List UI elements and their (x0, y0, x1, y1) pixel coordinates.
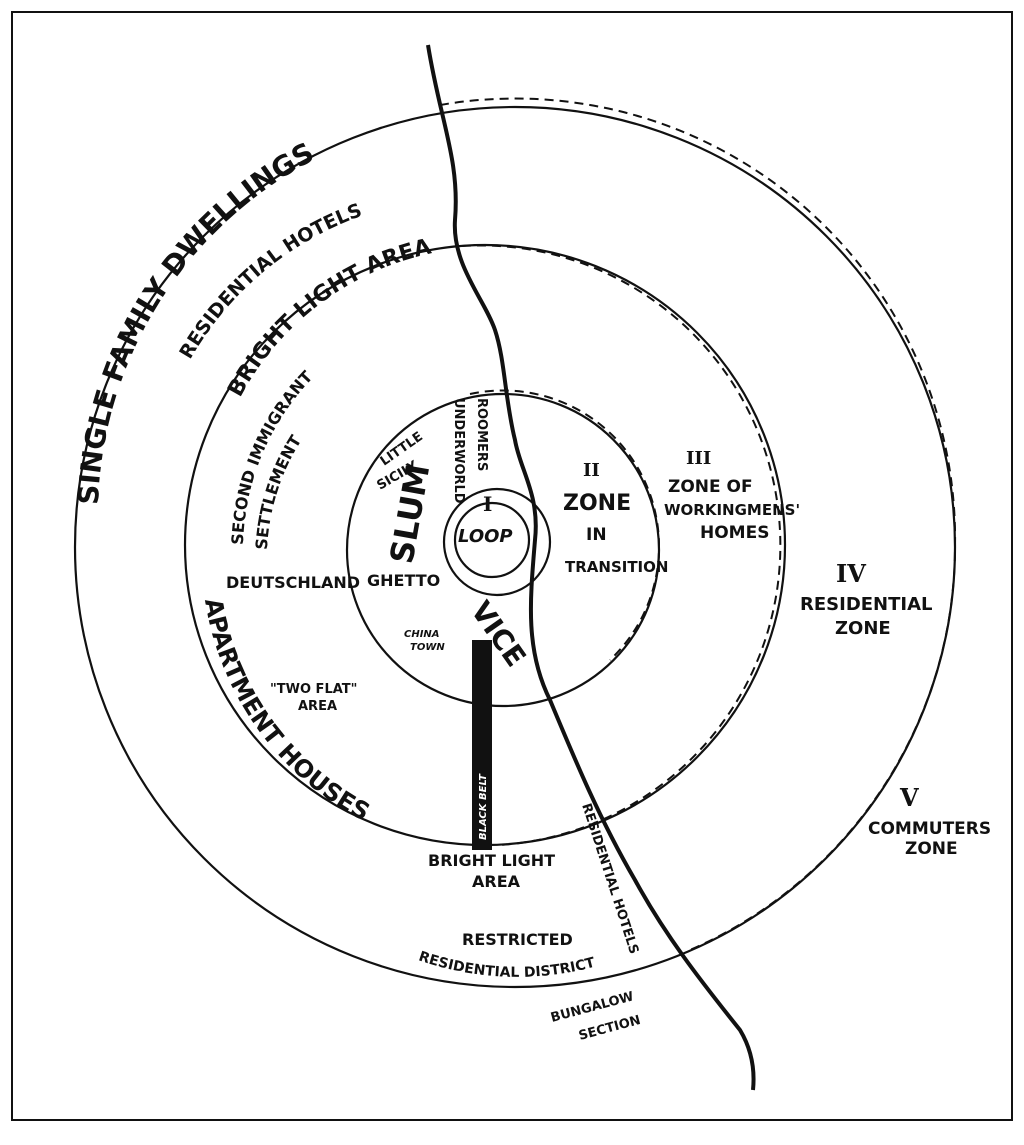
zone-5-name-1: COMMUTERS (868, 819, 991, 839)
restricted-label-2: RESIDENTIAL DISTRICT (417, 949, 597, 981)
zone-3-numeral: III (686, 448, 711, 469)
ring-loop (442, 487, 552, 597)
deutschland-label: DEUTSCHLAND (226, 573, 360, 592)
river (426, 44, 756, 1091)
zone-3-name-2: WORKINGMENS' (664, 501, 800, 519)
bright-light-area-label-2: AREA (472, 872, 521, 891)
chinatown-label-1: CHINA (404, 629, 440, 640)
ring-zone-2-dashed (469, 389, 660, 661)
bungalow-label-2: SECTION (577, 1013, 642, 1044)
ring-zone-3-dashed (461, 244, 782, 846)
two-flat-area-label: AREA (298, 699, 337, 714)
zone-2-numeral: II (583, 460, 600, 481)
zone-2-name-1: ZONE (563, 491, 631, 516)
restricted-label-1: RESTRICTED (462, 930, 573, 949)
ring-zone-4 (73, 105, 957, 989)
ring-zone-4-dashed (439, 97, 957, 951)
black-belt-label: BLACK BELT (478, 773, 489, 840)
apartment-houses-label: APARTMENT HOUSES (199, 596, 375, 826)
zone-1-name: LOOP (458, 526, 513, 547)
zone-2-name-2: IN (586, 525, 607, 545)
zone-4-name-1: RESIDENTIAL (800, 594, 933, 615)
zone-5-name-2: ZONE (905, 839, 958, 859)
underworld-label: UNDERWORLD (451, 398, 466, 504)
zone-1-numeral: I (483, 492, 492, 516)
chinatown-label-2: TOWN (410, 642, 445, 653)
zone-3-name-3: HOMES (700, 523, 769, 543)
two-flat-label: "TWO FLAT" (270, 682, 357, 697)
ghetto-label: GHETTO (367, 571, 440, 590)
frame-border (11, 11, 1013, 1121)
zone-5-numeral: V (899, 783, 919, 812)
residential-hotels-river-label: RESIDENTIAL HOTELS (578, 802, 641, 956)
zone-3-name-1: ZONE OF (668, 477, 753, 497)
zone-4-name-2: ZONE (835, 618, 891, 639)
zone-4-numeral: IV (836, 559, 866, 588)
ring-loop-core (453, 501, 531, 579)
bright-light-area-label-1: BRIGHT LIGHT (428, 851, 555, 870)
roomers-label: ROOMERS (474, 398, 489, 471)
black-belt-bar (472, 640, 492, 850)
zone-2-name-3: TRANSITION (565, 558, 668, 576)
ring-zone-2 (345, 392, 661, 708)
